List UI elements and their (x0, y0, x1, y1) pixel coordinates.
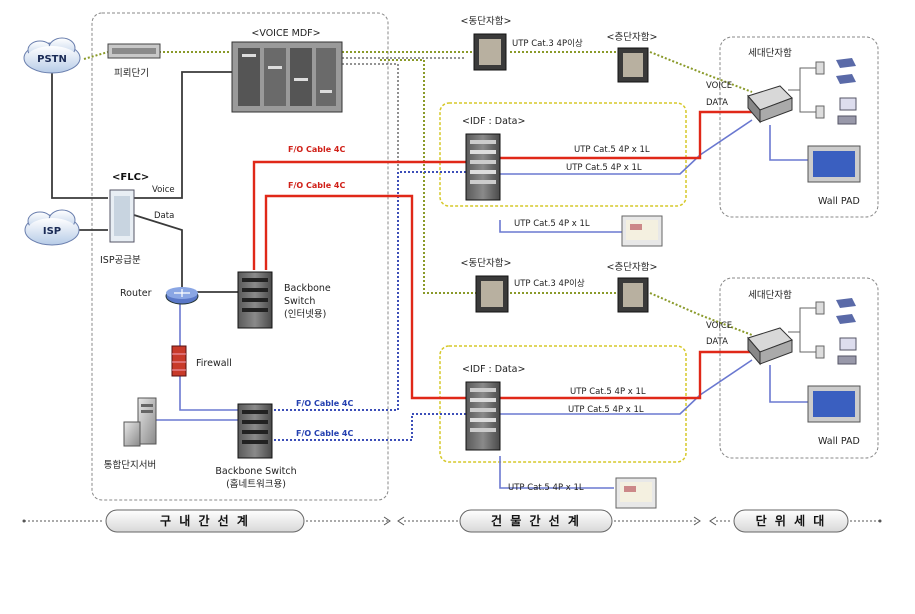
wall-pad-label-bottom: Wall PAD (818, 436, 860, 447)
backbone-internet-line2: Switch (284, 296, 315, 307)
idf-label-top: <IDF : Data> (462, 116, 525, 127)
solid-lines (51, 68, 244, 293)
router-icon (165, 287, 199, 305)
fo-cable-label-3: F/O Cable 4C (296, 399, 353, 408)
floor-box-label-bottom: <층단자함> (607, 262, 658, 273)
voice-label-bottom: VOICE (706, 321, 732, 331)
idf-zone-box-bottom (439, 345, 687, 463)
unit-box-label-top: 세대단자함 (748, 48, 792, 59)
floor-box-top-icon (617, 47, 649, 83)
zone-pill-complex: 구 내 간 선 계 (105, 509, 305, 533)
backbone-switch-homenet-icon (237, 403, 273, 459)
patch-panel-icon (107, 43, 161, 59)
blue-lines (150, 119, 808, 489)
utp-cat5-label-bottom-3: UTP Cat.5 4P x 1L (508, 483, 584, 493)
data-label-bottom: DATA (706, 337, 728, 347)
utp-cat5-label-bottom-2: UTP Cat.5 4P x 1L (568, 405, 644, 415)
unit-box-top-icon (747, 85, 793, 124)
wall-pad-top-icon (807, 145, 861, 183)
dong-box-label-bottom: <동단자함> (461, 258, 512, 269)
wall-pad-label-top: Wall PAD (818, 196, 860, 207)
unit-box-bottom-icon (747, 327, 793, 366)
voice-label-top: VOICE (706, 81, 732, 91)
monitor-top-icon (621, 215, 663, 247)
zone-pill-building: 건 물 간 선 계 (459, 509, 613, 533)
unit-box-label-bottom: 세대단자함 (748, 290, 792, 301)
patch-panel-label: 피뢰단기 (114, 68, 149, 79)
idf-zone-box-top (439, 102, 687, 207)
dong-box-bottom-icon (475, 275, 509, 313)
utp-cat5-label-top-2: UTP Cat.5 4P x 1L (566, 163, 642, 173)
flc-cabinet-icon (109, 189, 135, 243)
phone-jack-icons-bottom (815, 298, 857, 365)
firewall-label: Firewall (196, 358, 232, 369)
complex-zone-box (91, 12, 389, 501)
idf-rack-top-icon (465, 133, 501, 201)
phone-jack-icons-top (815, 58, 857, 125)
router-label: Router (120, 288, 152, 299)
backbone-switch-internet-icon (237, 271, 273, 329)
device-lines (788, 67, 816, 353)
dong-box-top-icon (473, 33, 507, 71)
utp-cat5-label-top-1: UTP Cat.5 4P x 1L (574, 145, 650, 155)
isp-cloud: ISP (24, 209, 80, 246)
fo-lines (252, 110, 752, 400)
voice-lines-dark (330, 57, 466, 200)
isp-label: ISP (43, 226, 61, 237)
zone-building-label: 건 물 간 선 계 (491, 513, 581, 528)
floor-box-bottom-icon (617, 277, 649, 313)
wall-pad-bottom-icon (807, 385, 861, 423)
backbone-homenet-line1: Backbone Switch (215, 466, 296, 477)
utp-cat5-label-top-3: UTP Cat.5 4P x 1L (514, 219, 590, 229)
fo-cable-label-1: F/O Cable 4C (288, 145, 345, 154)
idf-label-bottom: <IDF : Data> (462, 364, 525, 375)
data-label-top: DATA (706, 98, 728, 108)
backbone-internet-line1: Backbone (284, 283, 331, 294)
zone-unit-label: 단 위 세 대 (756, 513, 827, 528)
zone-pill-unit: 단 위 세 대 (733, 509, 849, 533)
backbone-internet-line3: (인터넷용) (284, 309, 326, 320)
dong-box-label-top: <동단자함> (461, 16, 512, 27)
fo-cable-label-2: F/O Cable 4C (288, 181, 345, 190)
monitor-bottom-icon (615, 477, 657, 509)
utp-cat3-label-bottom: UTP Cat.3 4P이상 (514, 278, 585, 289)
pstn-label: PSTN (37, 54, 67, 65)
firewall-icon (171, 345, 187, 377)
zone-complex-label: 구 내 간 선 계 (160, 513, 250, 528)
zone-legend (22, 516, 882, 526)
isp-supply-label: ISP공급분 (100, 255, 141, 266)
flc-label: <FLC> (112, 172, 149, 183)
utp-cat5-label-bottom-1: UTP Cat.5 4P x 1L (570, 387, 646, 397)
unit-zone-box-bottom (719, 277, 879, 459)
idf-rack-bottom-icon (465, 381, 501, 451)
floor-box-label-top: <층단자함> (607, 32, 658, 43)
backbone-homenet-line2: (홈네트워크용) (226, 478, 286, 490)
fo-cable-label-4: F/O Cable 4C (296, 429, 353, 438)
pstn-cloud: PSTN (23, 37, 81, 74)
server-label: 통합단지서버 (104, 460, 156, 471)
unit-zone-box-top (719, 36, 879, 218)
utp-cat3-label-top: UTP Cat.3 4P이상 (512, 38, 583, 49)
voice-mdf-icon (231, 41, 343, 113)
flc-voice-label: Voice (152, 185, 175, 195)
blue-dotted-lines (274, 171, 466, 441)
server-icon (123, 397, 157, 447)
voice-mdf-label: <VOICE MDF> (251, 28, 320, 39)
flc-data-label: Data (154, 211, 174, 221)
